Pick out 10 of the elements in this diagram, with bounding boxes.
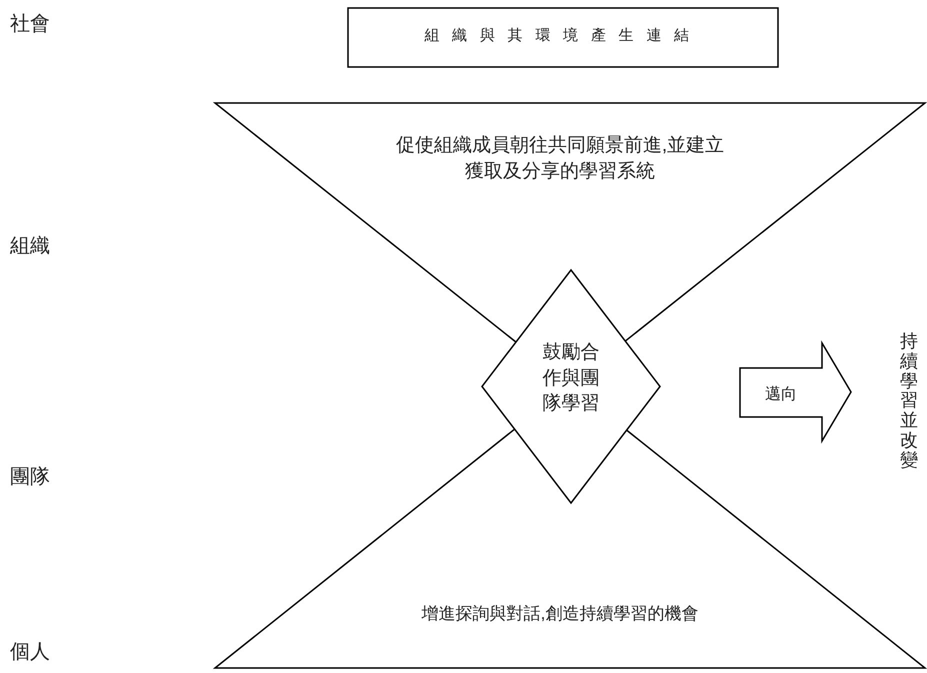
level-label: 社會 xyxy=(10,12,50,37)
vertical-label: 持續學習並改變 xyxy=(900,332,918,471)
node-text: 組織與其環境產生連結 xyxy=(423,26,703,46)
node-text: 鼓勵合作與團隊學習 xyxy=(542,341,600,416)
level-label: 組織 xyxy=(10,234,50,259)
node-text: 增進探詢與對話,創造持續學習的機會 xyxy=(420,603,700,625)
level-label: 個人 xyxy=(10,640,50,665)
level-label: 團隊 xyxy=(10,465,50,490)
node-text: 促使組織成員朝往共同願景前進,並建立獲取及分享的學習系統 xyxy=(394,134,726,184)
node-text: 邁向 xyxy=(764,384,798,405)
